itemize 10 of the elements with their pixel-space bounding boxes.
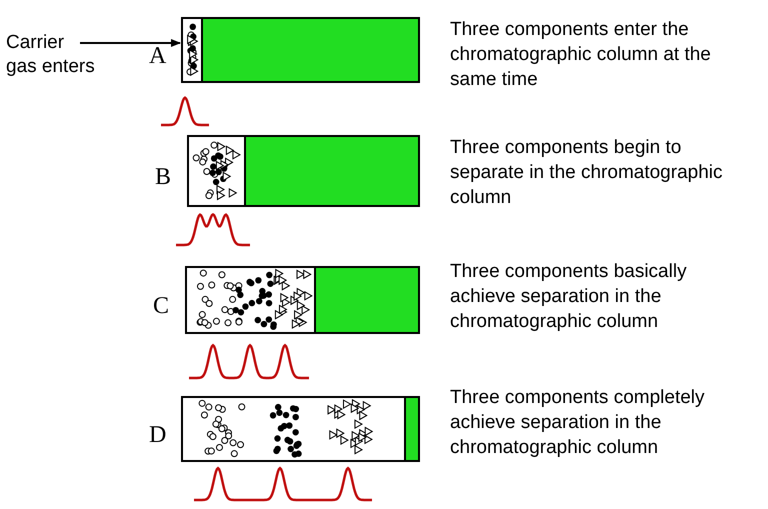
stage-description: Three components enter the chromatographic column at the same time <box>450 18 712 92</box>
column-letter: C <box>153 294 170 318</box>
stage-description: Three components basically achieve separation in the chromatographic column <box>450 260 688 334</box>
inlet-label: Carrier gas enters <box>6 31 98 79</box>
column-letter: B <box>155 165 172 189</box>
arrow <box>80 39 181 47</box>
column-letter: D <box>149 423 166 447</box>
stage-description: Three components begin to separate in the chromatographic column <box>450 136 724 210</box>
stage-description: Three components completely achieve separation in the chromatographic column <box>450 386 706 460</box>
column-letter: A <box>149 44 166 68</box>
